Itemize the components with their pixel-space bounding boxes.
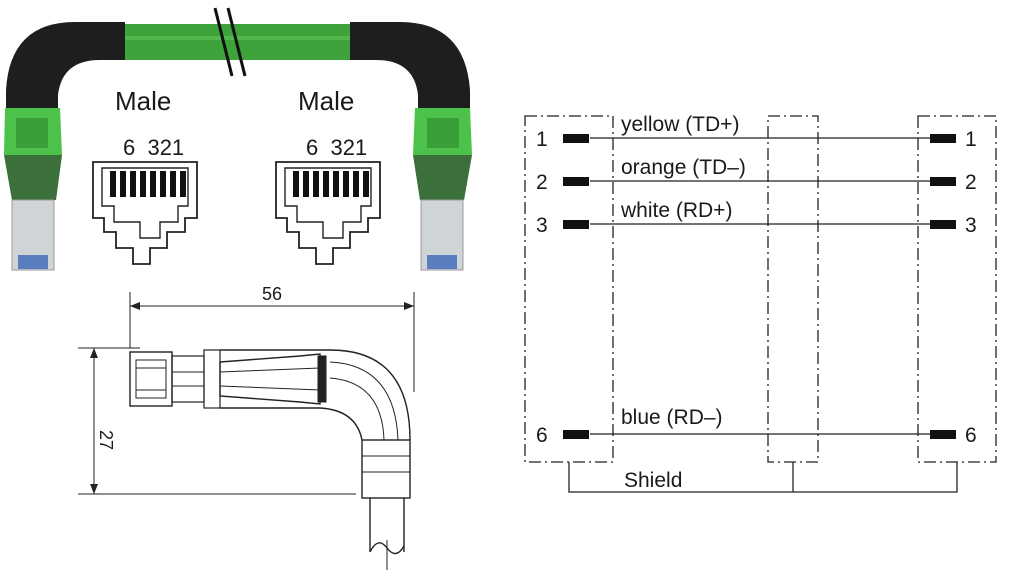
elbow-profile [220, 349, 411, 441]
length-label: 56 [262, 284, 282, 304]
cable-box [767, 115, 819, 463]
wire-label: blue (RD–) [621, 406, 723, 429]
shield-label: Shield [624, 469, 682, 492]
pin-number-right: 2 [965, 171, 977, 194]
connector-label: Male [298, 86, 354, 116]
pin-number-right: 1 [965, 128, 977, 151]
right-elbow [350, 22, 470, 112]
wire-label: yellow (TD+) [621, 113, 739, 136]
connector-outline [92, 161, 198, 265]
shield-connection [568, 462, 958, 493]
connector-label: Male [115, 86, 171, 116]
pin-number-left: 2 [536, 171, 548, 194]
wire-3: 3 3 white (RD+) [536, 199, 977, 237]
pin-contact [563, 430, 589, 439]
pin-contact [930, 177, 956, 186]
pin-contact [930, 220, 956, 229]
wire-2: 2 2 orange (TD–) [536, 156, 977, 194]
connector-pin-labels: 6 321 [123, 135, 184, 160]
pin-contact [563, 220, 589, 229]
connector-left: Male 6 321 [92, 86, 198, 265]
pin-number-left: 1 [536, 128, 548, 151]
connector-pin-labels: 6 321 [306, 135, 367, 160]
pin-contact [563, 134, 589, 143]
break-mark [213, 7, 234, 77]
right-connector-box [917, 115, 997, 463]
pin-contact [563, 177, 589, 186]
wire-1: 1 1 yellow (TD+) [536, 113, 977, 151]
pin-number-right: 6 [965, 424, 977, 447]
dimension-drawing [78, 292, 415, 570]
height-label: 27 [96, 430, 116, 450]
pin-number-left: 6 [536, 424, 548, 447]
left-connector-box [524, 115, 614, 463]
wire-6: 6 6 blue (RD–) [536, 406, 977, 447]
pin-number-right: 3 [965, 214, 977, 237]
wire-label: orange (TD–) [621, 156, 746, 179]
pin-contact [930, 134, 956, 143]
wiring-schematic: 1 1 yellow (TD+) 2 2 orange (TD–) 3 3 wh… [524, 113, 997, 493]
wire-label: white (RD+) [620, 199, 732, 222]
connector-right: Male 6 321 [275, 86, 381, 265]
left-elbow [6, 22, 125, 112]
pin-contact [930, 430, 956, 439]
boot-profile [219, 353, 321, 405]
cable-photo [4, 7, 472, 271]
connector-outline [275, 161, 381, 265]
pin-number-left: 3 [536, 214, 548, 237]
